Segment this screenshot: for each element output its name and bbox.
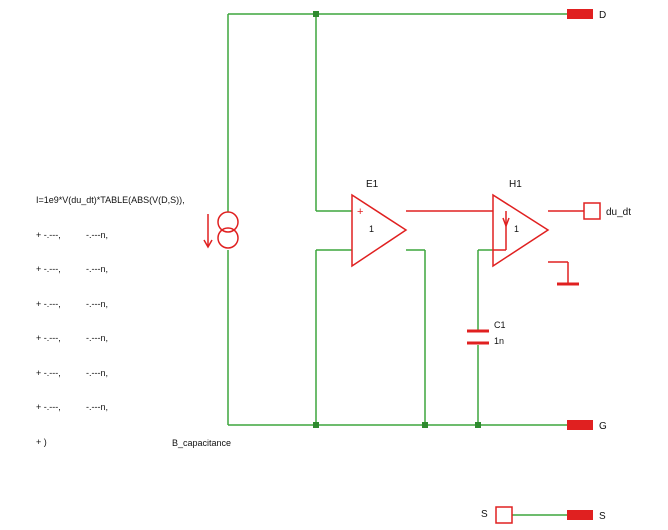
- expression-row: + -.---, -.---n,: [36, 368, 185, 380]
- behavioral-expression: I=1e9*V(du_dt)*TABLE(ABS(V(D,S)), + -.--…: [36, 172, 185, 460]
- expression-capacitance: -.---n,: [86, 298, 108, 309]
- expression-voltage: + -.---,: [36, 229, 61, 240]
- expression-row: + -.---, -.---n,: [36, 402, 185, 414]
- port-s-left-label: S: [481, 509, 488, 520]
- current-source: [203, 211, 239, 249]
- component-leads: [406, 210, 584, 286]
- expression-row: + -.---, -.---n,: [36, 264, 185, 276]
- source-circle-top: [217, 211, 239, 233]
- source-circle-bottom: [217, 227, 239, 249]
- expression-capacitance: -.---n,: [86, 402, 108, 412]
- junction-dot: [475, 422, 481, 428]
- expression-capacitance: -.---n,: [86, 229, 108, 240]
- expression-voltage: + -.---,: [36, 298, 61, 309]
- h1-amplifier: [492, 193, 550, 268]
- e1-plus-sign: +: [357, 206, 363, 218]
- port-du-dt[interactable]: [583, 202, 601, 220]
- c1-value: 1n: [494, 336, 504, 346]
- junction-dot: [422, 422, 428, 428]
- port-d[interactable]: [567, 9, 593, 19]
- e1-triangle: [351, 193, 408, 268]
- port-s-left[interactable]: [495, 506, 513, 524]
- source-label: B_capacitance: [172, 438, 231, 448]
- capacitor-c1: [467, 329, 489, 345]
- port-g-label: G: [599, 421, 607, 432]
- c1-label: C1: [494, 320, 506, 330]
- port-s-right-label: S: [599, 511, 606, 522]
- expression-row: + -.---, -.---n,: [36, 299, 185, 311]
- expression-voltage: + -.---,: [36, 333, 61, 343]
- expression-voltage: + -.---,: [36, 264, 61, 274]
- port-du-dt-label: du_dt: [606, 207, 631, 218]
- junction-dot: [313, 11, 319, 17]
- junctions: [313, 11, 481, 428]
- expression-capacitance: -.---n,: [86, 367, 108, 378]
- junction-dot: [313, 422, 319, 428]
- e1-label: E1: [366, 179, 379, 190]
- expression-capacitance: -.---n,: [86, 264, 108, 274]
- expression-voltage: + -.---,: [36, 402, 61, 412]
- h1-label: H1: [509, 179, 522, 190]
- port-s-right[interactable]: [567, 510, 593, 520]
- source-arrow-head: [203, 239, 213, 249]
- h1-triangle: [492, 193, 550, 268]
- expression-row: + -.---, -.---n,: [36, 230, 185, 242]
- expression-row: + -.---, -.---n,: [36, 333, 185, 345]
- expression-header: I=1e9*V(du_dt)*TABLE(ABS(V(D,S)),: [36, 195, 185, 205]
- e1-gain: 1: [369, 224, 374, 234]
- h1-sense-arrow: [502, 217, 510, 229]
- expression-footer: + ): [36, 436, 47, 447]
- h1-gain: 1: [514, 224, 519, 234]
- expression-voltage: + -.---,: [36, 367, 61, 378]
- port-d-label: D: [599, 10, 606, 21]
- wires: [227, 13, 567, 516]
- e1-amplifier: [351, 193, 408, 268]
- expression-capacitance: -.---n,: [86, 333, 108, 343]
- port-g[interactable]: [567, 420, 593, 430]
